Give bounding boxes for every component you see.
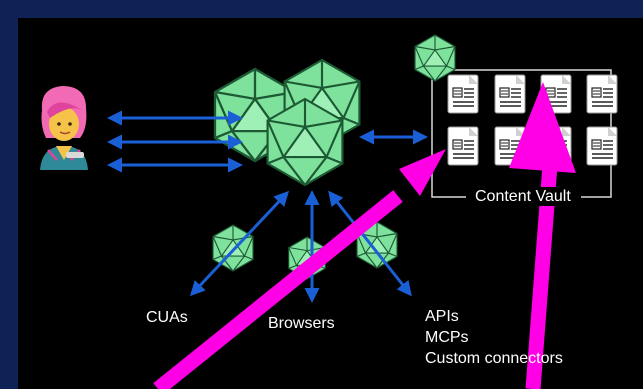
content-vault [431, 69, 618, 198]
icosahedron-node-icon [414, 34, 456, 82]
document-icon [586, 126, 618, 166]
connection-arrows [107, 110, 428, 303]
browsers-label: Browsers [268, 315, 335, 332]
document-icon [447, 126, 479, 166]
user-avatar-icon [40, 86, 88, 170]
apis-label: APIs [425, 308, 459, 325]
cuas-label: CUAs [146, 309, 188, 326]
document-icon [494, 74, 526, 114]
content-vault-label: Content Vault [469, 187, 577, 206]
document-icon [586, 74, 618, 114]
custom-connectors-label: Custom connectors [425, 350, 563, 367]
mcps-label: MCPs [425, 329, 469, 346]
document-icon [447, 74, 479, 114]
